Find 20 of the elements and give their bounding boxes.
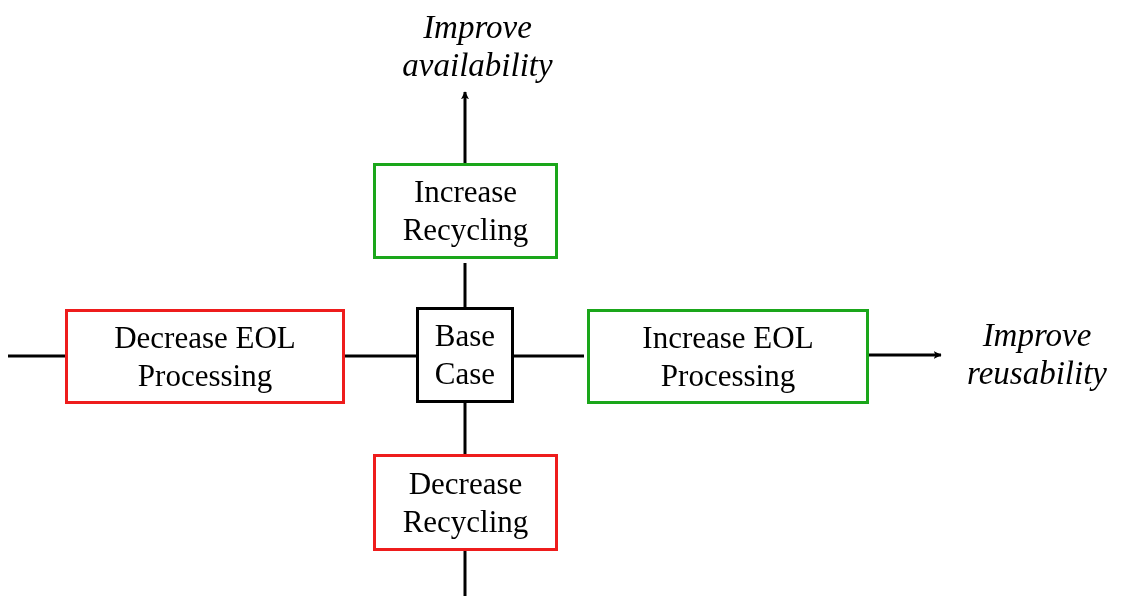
process-box (587, 309, 869, 404)
connector-line (8, 354, 65, 358)
process-box (373, 163, 558, 259)
node-label: Increase Recycling (401, 173, 530, 249)
node-label: Increase EOL Processing (641, 318, 815, 395)
connector-line (514, 354, 584, 358)
process-box (65, 309, 345, 404)
process-box (416, 307, 514, 403)
connector-line (463, 403, 467, 454)
process-box (373, 454, 558, 551)
connector-line (345, 354, 416, 358)
node-label: Decrease EOL Processing (113, 318, 297, 395)
connector-line (463, 263, 467, 307)
connector-line (463, 551, 467, 596)
node-label: Improve reusability (966, 317, 1108, 393)
arrow (869, 351, 942, 359)
arrow (461, 91, 469, 163)
node-label: Improve availability (401, 9, 554, 85)
node-label: Base Case (433, 317, 497, 393)
node-label: Decrease Recycling (401, 464, 530, 541)
